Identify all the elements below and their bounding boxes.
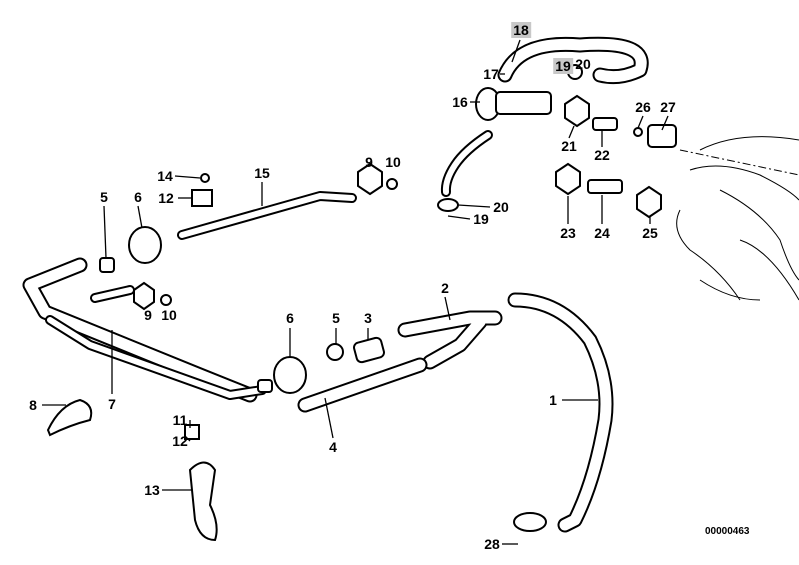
part-label-1[interactable]: 1 [549, 392, 557, 408]
part-label-15[interactable]: 15 [254, 165, 270, 181]
part-label-20b[interactable]: 20 [493, 199, 509, 215]
part-label-19b[interactable]: 19 [473, 211, 489, 227]
part-label-6[interactable]: 6 [134, 189, 142, 205]
bracket-13[interactable] [184, 424, 218, 542]
engine-outline [676, 136, 799, 301]
part-label-12b[interactable]: 12 [172, 433, 188, 449]
part-label-2[interactable]: 2 [441, 280, 449, 296]
hose-1[interactable] [507, 292, 614, 533]
pipe-2[interactable] [397, 310, 503, 370]
pipe-7[interactable] [22, 257, 267, 403]
leader-lines [42, 39, 669, 545]
hose-18[interactable] [497, 36, 649, 85]
part-label-21[interactable]: 21 [561, 138, 577, 154]
part-label-9b[interactable]: 9 [144, 307, 152, 323]
part-label-14[interactable]: 14 [157, 168, 173, 184]
part-label-20[interactable]: 20 [575, 56, 591, 72]
part-label-26[interactable]: 26 [635, 99, 651, 115]
part-label-18[interactable]: 18 [511, 22, 531, 38]
diagram-reference-number: 00000463 [705, 526, 750, 537]
part-label-12[interactable]: 12 [158, 190, 174, 206]
part-label-17[interactable]: 17 [483, 66, 499, 82]
part-label-5[interactable]: 5 [100, 189, 108, 205]
part-label-8[interactable]: 8 [29, 397, 37, 413]
part-label-13[interactable]: 13 [144, 482, 160, 498]
part-label-9[interactable]: 9 [365, 154, 373, 170]
part-label-4[interactable]: 4 [329, 439, 337, 455]
part-label-7[interactable]: 7 [108, 396, 116, 412]
hose-small[interactable] [440, 130, 493, 197]
part-label-3[interactable]: 3 [364, 310, 372, 326]
part-label-10b[interactable]: 10 [161, 307, 177, 323]
valve-16[interactable] [437, 64, 677, 219]
part-label-25[interactable]: 25 [642, 225, 658, 241]
valve-6[interactable] [99, 226, 172, 311]
part-label-5b[interactable]: 5 [332, 310, 340, 326]
center-line [679, 149, 799, 176]
clip-8[interactable] [46, 398, 93, 437]
hose-4[interactable] [297, 357, 428, 413]
part-label-16[interactable]: 16 [452, 94, 468, 110]
part-label-22[interactable]: 22 [594, 147, 610, 163]
pipe-15[interactable] [177, 162, 398, 240]
part-label-23[interactable]: 23 [560, 225, 576, 241]
part-label-11[interactable]: 11 [172, 412, 188, 428]
part-label-28[interactable]: 28 [484, 536, 500, 552]
part-label-24[interactable]: 24 [594, 225, 610, 241]
part-label-27[interactable]: 27 [660, 99, 676, 115]
part-label-19[interactable]: 19 [553, 58, 573, 74]
part-label-6b[interactable]: 6 [286, 310, 294, 326]
part-label-10[interactable]: 10 [385, 154, 401, 170]
